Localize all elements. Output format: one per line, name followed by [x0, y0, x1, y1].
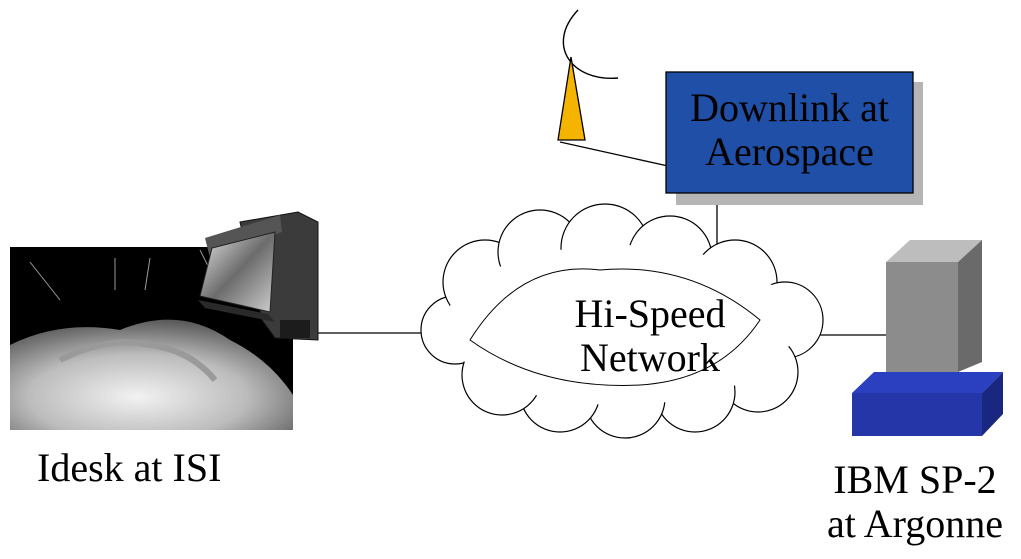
ibm-tower-top [886, 240, 982, 262]
network-cloud-icon [420, 203, 824, 439]
ibm-label-line1: IBM SP-2 [833, 457, 997, 502]
downlink-label-line1: Downlink at [690, 85, 889, 130]
ibm-tower-side [958, 240, 982, 372]
ibm-tower-front [886, 262, 958, 372]
ibm-label-line2: at Argonne [827, 501, 1003, 546]
network-label: Hi-Speed Network [540, 292, 760, 380]
antenna-downlink-link [559, 141, 669, 167]
idesk-label: Idesk at ISI [37, 445, 222, 490]
ibm-base-side [982, 372, 1003, 436]
downlink-label-line2: Aerospace [705, 129, 874, 174]
idesk-image [10, 211, 319, 430]
ibm-base-front [852, 393, 982, 436]
network-label-line1: Hi-Speed [574, 291, 726, 336]
ibm-base-top [852, 372, 1003, 393]
downlink-label: Downlink at Aerospace [666, 86, 913, 174]
satellite-arc [562, 9, 619, 79]
ibm-sp2-icon [852, 240, 1003, 436]
downlink-box [665, 71, 914, 194]
network-label-line2: Network [580, 335, 720, 380]
ibm-label: IBM SP-2 at Argonne [815, 458, 1015, 546]
antenna-icon [557, 56, 586, 141]
